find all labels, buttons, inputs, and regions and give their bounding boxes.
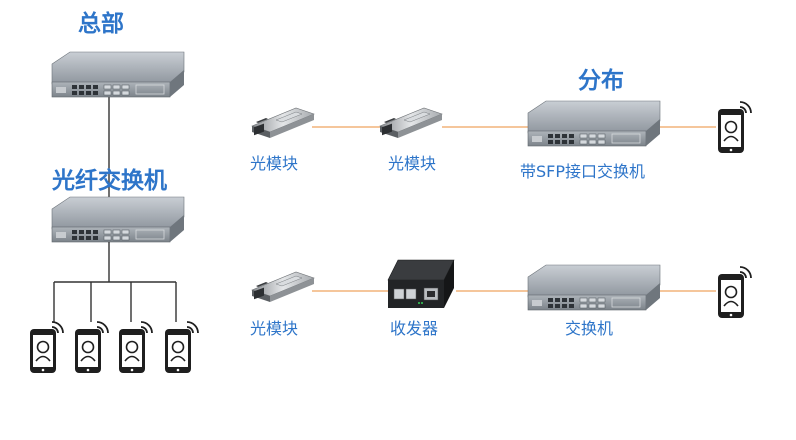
sfp-switch-label: 带SFP接口交换机 [520,162,646,181]
headquarters-label: 总部 [78,11,124,37]
smartphone-icon [74,321,109,374]
smartphone-icon [717,101,752,154]
sfp-module-label: 光模块 [388,154,437,173]
smartphone-icon [118,321,153,374]
phone-bus [53,242,177,322]
rack-switch-icon [527,100,661,147]
smartphone-icon [717,266,752,319]
sfp-module-icon [251,271,315,303]
sfp-module-icon [251,107,315,139]
sfp-module-label: 光模块 [250,154,299,173]
distribution-label: 分布 [578,68,624,94]
sfp-module-label: 光模块 [250,319,299,338]
sfp-module-icon [379,107,443,139]
smartphone-icon [164,321,199,374]
smartphone-icon [29,321,64,374]
rack-switch-icon [51,51,185,98]
fiber-switch-label: 光纤交换机 [52,168,167,194]
switch-label: 交换机 [565,319,614,338]
rack-switch-icon [51,196,185,243]
rack-switch-icon [527,264,661,311]
media-converter-icon [387,259,455,308]
transceiver-label: 收发器 [390,319,439,338]
